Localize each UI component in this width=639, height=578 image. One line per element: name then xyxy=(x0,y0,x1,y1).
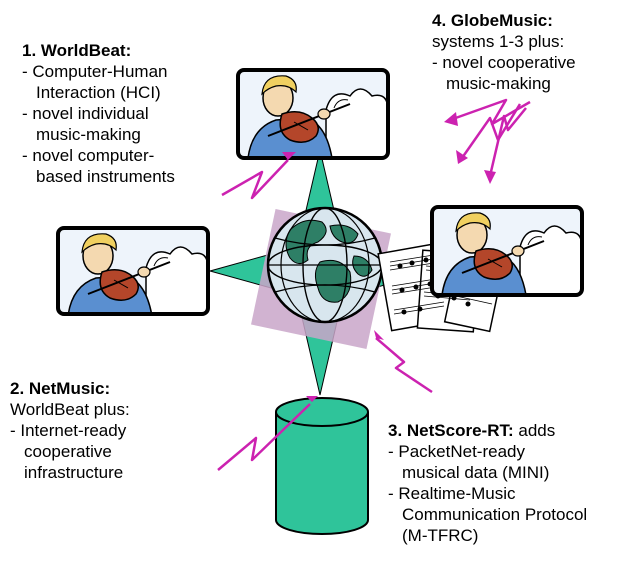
netscore-line: (M-TFRC) xyxy=(402,526,479,545)
worldbeat-item: - novel computer- xyxy=(22,146,155,165)
arrowheads xyxy=(282,112,496,402)
globemusic-line: music-making xyxy=(446,74,551,93)
netscore-line: Communication Protocol xyxy=(402,505,588,524)
netscore-line: - Realtime-Music xyxy=(388,484,516,503)
lightning-arrow-icon xyxy=(217,98,531,471)
netmusic-title: 2. NetMusic: xyxy=(10,379,111,398)
globemusic-line: systems 1-3 plus: xyxy=(432,32,565,51)
netmusic-block: 2. NetMusic: WorldBeat plus: - Internet-… xyxy=(10,378,130,483)
worldbeat-title: 1. WorldBeat: xyxy=(22,41,132,60)
worldbeat-item: Interaction (HCI) xyxy=(36,83,161,102)
netscore-block: 3. NetScore-RT: adds - PacketNet-ready m… xyxy=(388,420,587,546)
netmusic-line: - Internet-ready xyxy=(10,421,127,440)
globemusic-title: 4. GlobeMusic: xyxy=(432,11,553,30)
globe-icon xyxy=(266,206,384,324)
violinist-icon xyxy=(236,68,390,160)
database-cylinder-icon xyxy=(275,397,369,535)
netmusic-line: WorldBeat plus: xyxy=(10,400,130,419)
worldbeat-item: music-making xyxy=(36,125,141,144)
worldbeat-item: - novel individual xyxy=(22,104,149,123)
netmusic-line: cooperative xyxy=(24,442,112,461)
netscore-line: musical data (MINI) xyxy=(402,463,550,482)
worldbeat-block: 1. WorldBeat: - Computer-Human Interacti… xyxy=(22,40,175,187)
worldbeat-item: based instruments xyxy=(36,167,175,186)
netscore-line: - PacketNet-ready xyxy=(388,442,525,461)
worldbeat-item: - Computer-Human xyxy=(22,62,168,81)
globemusic-block: 4. GlobeMusic: systems 1-3 plus: - novel… xyxy=(432,10,576,94)
netscore-title: 3. NetScore-RT: xyxy=(388,421,514,440)
netmusic-line: infrastructure xyxy=(24,463,124,482)
netscore-title-suffix: adds xyxy=(513,421,556,440)
globemusic-line: - novel cooperative xyxy=(432,53,576,72)
violinist-icon xyxy=(56,226,210,316)
violinist-icon xyxy=(430,205,584,297)
